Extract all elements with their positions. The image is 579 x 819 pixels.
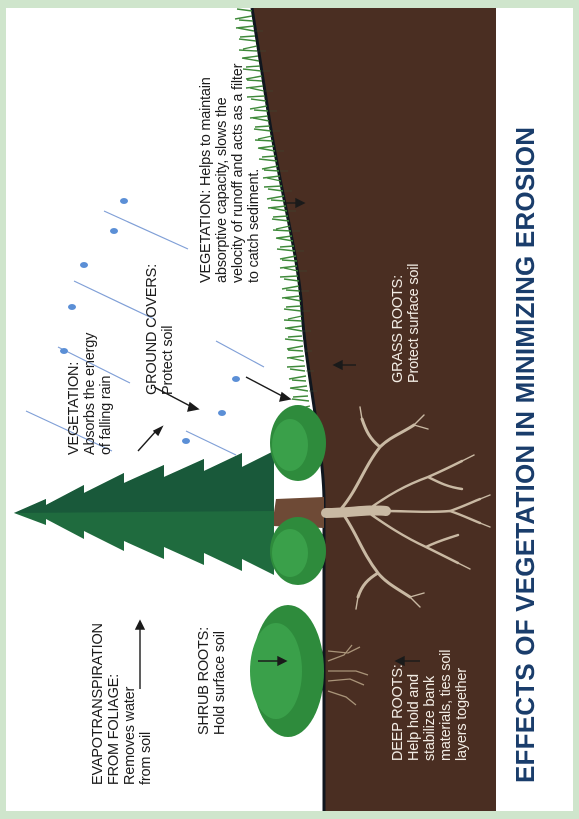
- label-evapotranspiration-body1: Removes water: [122, 623, 138, 785]
- label-deep-roots-body3: materials, ties soil: [438, 650, 454, 761]
- label-deep-roots-body4: layers together: [454, 650, 470, 761]
- label-deep-roots-heading: DEEP ROOTS:: [390, 650, 406, 761]
- label-vegetation-runoff-heading: VEGETATION:: [198, 190, 214, 283]
- label-shrub-roots: SHRUB ROOTS: Hold surface soil: [196, 627, 228, 735]
- label-shrub-roots-body: Hold surface soil: [212, 627, 228, 735]
- label-vegetation-runoff-body3: velocity of runoff and acts as a filter: [230, 64, 246, 283]
- label-vegetation-rain-body1: Absorbs the energy: [82, 333, 98, 455]
- label-evapotranspiration-body2: from soil: [138, 623, 154, 785]
- label-vegetation-rain-heading: VEGETATION:: [66, 333, 82, 455]
- label-deep-roots-body1: Help hold and: [406, 650, 422, 761]
- label-vegetation-rain-body2: of falling rain: [98, 333, 114, 455]
- label-grass-roots: GRASS ROOTS: Protect surface soil: [390, 264, 422, 383]
- label-evapotranspiration: EVAPOTRANSPIRATION FROM FOLIAGE: Removes…: [90, 623, 154, 785]
- shrub-small: [270, 517, 326, 585]
- diagram-frame: EVAPOTRANSPIRATION FROM FOLIAGE: Removes…: [6, 8, 573, 811]
- shrub-large: [250, 605, 324, 737]
- label-evapotranspiration-heading1: EVAPOTRANSPIRATION: [90, 623, 106, 785]
- label-vegetation-rain: VEGETATION: Absorbs the energy of fallin…: [66, 333, 114, 455]
- rotated-diagram: EVAPOTRANSPIRATION FROM FOLIAGE: Removes…: [6, 8, 573, 811]
- evergreen-tree: [14, 451, 274, 575]
- label-grass-roots-heading: GRASS ROOTS:: [390, 264, 406, 383]
- label-deep-roots-body2: stabilize bank: [422, 650, 438, 761]
- label-vegetation-runoff: VEGETATION: Helps to maintain absorptive…: [198, 64, 262, 283]
- diagram-title: EFFECTS OF VEGETATION IN MINIMIZING EROS…: [510, 23, 541, 783]
- label-shrub-roots-heading: SHRUB ROOTS:: [196, 627, 212, 735]
- label-vegetation-runoff-body2: absorptive capacity, slows the: [214, 64, 230, 283]
- label-deep-roots: DEEP ROOTS: Help hold and stabilize bank…: [390, 650, 470, 761]
- label-vegetation-runoff-body4: to catch sediment.: [246, 64, 262, 283]
- label-ground-covers-body: Protect soil: [160, 264, 176, 395]
- label-ground-covers: GROUND COVERS: Protect soil: [144, 264, 176, 395]
- label-ground-covers-heading: GROUND COVERS:: [144, 264, 160, 395]
- shrub-right: [270, 405, 326, 481]
- label-evapotranspiration-heading2: FROM FOLIAGE:: [106, 623, 122, 785]
- label-vegetation-runoff-body1: Helps to maintain: [198, 77, 214, 186]
- label-grass-roots-body: Protect surface soil: [406, 264, 422, 383]
